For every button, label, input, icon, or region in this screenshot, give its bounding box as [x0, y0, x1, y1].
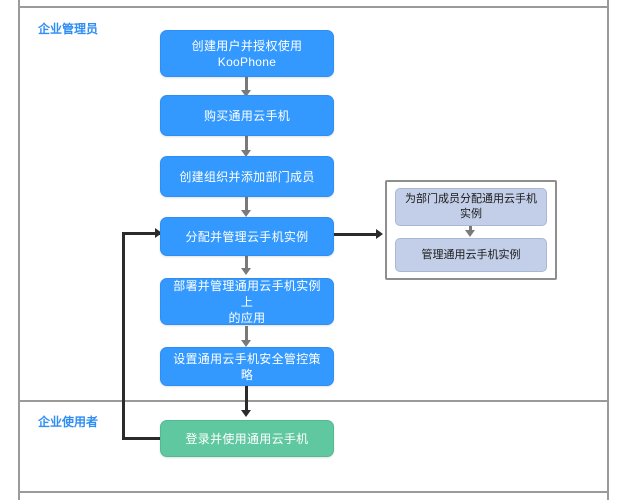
subnode-line-1: 管理通用云手机实例 — [421, 248, 521, 261]
subnode-assign-instance-to-member[interactable]: 为部门成员分配通用云手机 实例 — [395, 188, 547, 226]
connector-n4-subpanel — [334, 233, 378, 236]
subpanel-instance-management: 为部门成员分配通用云手机 实例 管理通用云手机实例 — [385, 180, 557, 280]
node-assign-manage-instances[interactable]: 分配并管理云手机实例 — [160, 217, 334, 256]
node-line-1: 分配并管理云手机实例 — [185, 229, 309, 244]
frame-border-bottom — [18, 491, 609, 493]
arrow-n2-n3 — [241, 150, 251, 157]
arrow-s1-s2 — [465, 230, 475, 237]
connector-n6-n7 — [245, 386, 248, 412]
node-security-policy[interactable]: 设置通用云手机安全管控策略 — [160, 347, 334, 386]
connector-n7-loop-bottom — [122, 437, 160, 440]
arrow-n4-n5 — [241, 268, 251, 275]
node-line-1: 创建组织并添加部门成员 — [179, 169, 315, 184]
arrow-n3-n4 — [241, 210, 251, 217]
node-create-user-authorize[interactable]: 创建用户并授权使用 KooPhone — [160, 30, 334, 77]
node-line-1: 登录并使用通用云手机 — [185, 431, 309, 446]
subnode-manage-instance[interactable]: 管理通用云手机实例 — [395, 238, 547, 272]
frame-border-right — [607, 0, 609, 500]
arrow-n1-n2 — [241, 90, 251, 97]
connector-n5-n6 — [245, 326, 248, 342]
section-label-admin: 企业管理员 — [38, 22, 99, 36]
node-line-1: 部署并管理通用云手机实例上 — [173, 278, 321, 309]
node-deploy-manage-apps[interactable]: 部署并管理通用云手机实例上 的应用 — [160, 278, 334, 325]
node-login-use-cloud-phone[interactable]: 登录并使用通用云手机 — [160, 420, 334, 457]
subnode-line-2: 实例 — [460, 208, 482, 220]
connector-n7-loop-vertical — [122, 232, 125, 439]
node-purchase-cloud-phone[interactable]: 购买通用云手机 — [160, 95, 334, 136]
subnode-line-1: 为部门成员分配通用云手机 — [405, 193, 537, 205]
arrow-loop-n4 — [155, 228, 162, 238]
node-line-1: 设置通用云手机安全管控策略 — [173, 351, 321, 382]
connector-n3-n4 — [245, 196, 248, 212]
arrow-n5-n6 — [241, 340, 251, 347]
node-line-1: 创建用户并授权使用 — [191, 38, 303, 53]
frame-border-left — [18, 0, 20, 500]
node-line-1: 购买通用云手机 — [203, 108, 291, 123]
arrow-n6-n7 — [241, 410, 251, 417]
section-label-user: 企业使用者 — [38, 415, 99, 429]
node-line-2: KooPhone — [217, 54, 277, 69]
connector-n2-n3 — [245, 136, 248, 152]
connector-n7-loop-top — [122, 232, 160, 235]
section-divider — [18, 400, 609, 402]
arrow-n4-subpanel — [376, 229, 383, 239]
frame-border-top — [18, 6, 609, 8]
node-line-2: 的应用 — [228, 310, 266, 325]
connector-n1-n2 — [245, 76, 248, 92]
connector-n4-n5 — [245, 256, 248, 272]
node-create-org-add-members[interactable]: 创建组织并添加部门成员 — [160, 156, 334, 197]
